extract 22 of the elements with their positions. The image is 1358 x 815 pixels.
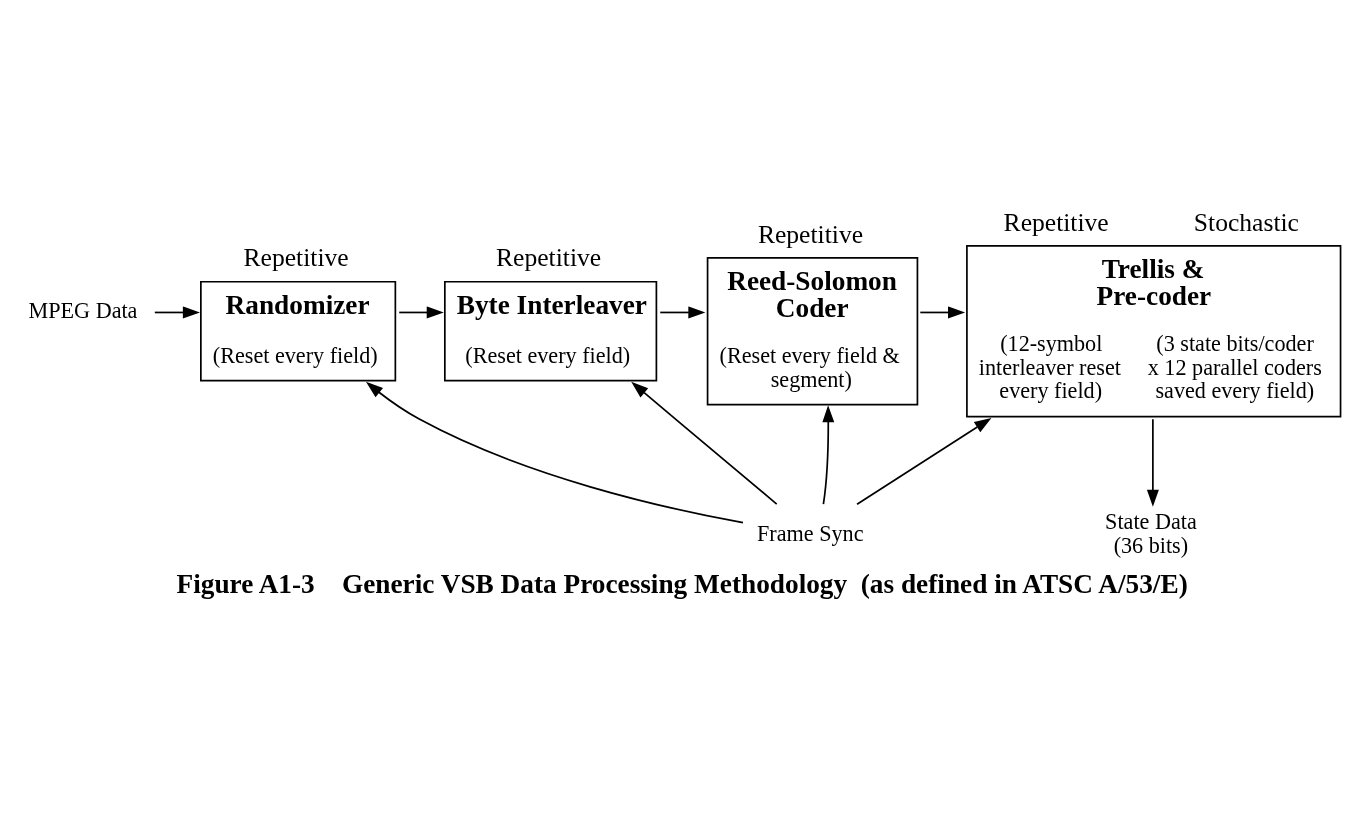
node-label: Repetitive (243, 242, 349, 272)
node-box: Byte Interleaver (Reset every field) (443, 280, 658, 382)
node-label: Repetitive (757, 219, 864, 249)
arrow (822, 404, 835, 505)
node-text: MPEG Data (28, 297, 138, 323)
node-text: Frame Sync (757, 520, 864, 546)
arrow (398, 305, 444, 318)
arrow (919, 305, 966, 318)
arrow (631, 381, 778, 505)
node-label: Repetitive (1003, 207, 1109, 237)
node-label: Repetitive (496, 242, 602, 272)
arrow (153, 305, 200, 318)
caption: Figure A1-3 Generic VSB Data Processing Methodology (as defined in ATSC A/53/E) (176, 568, 1188, 599)
node-text: State Data (36 bits) (1105, 508, 1197, 558)
node-box: Randomizer (Reset every field) (200, 280, 397, 382)
arrow (365, 381, 744, 523)
arrow (1146, 417, 1159, 507)
node-box: Trellis & Pre-coder (12-symbol interleaver reset every field) (3 state bits/coder x 12 parallel coders saved every field) (966, 244, 1342, 417)
arrow (659, 305, 706, 318)
node-label: Stochastic (1193, 207, 1299, 237)
node-box: Reed-Solomon Coder (Reset every field & segment) (706, 256, 919, 405)
arrow (856, 417, 992, 505)
